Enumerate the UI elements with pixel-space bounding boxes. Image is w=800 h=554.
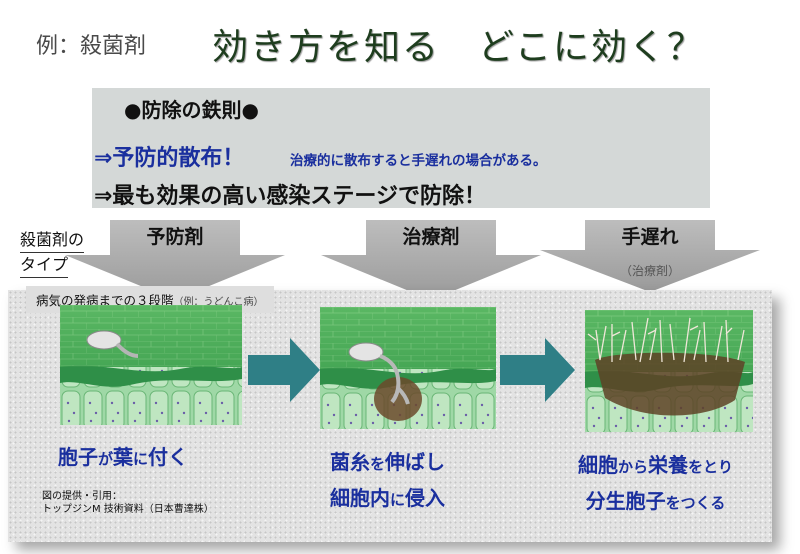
stage-label-curative: 治療剤 [402,226,460,248]
example-label: 例：殺菌剤 [36,34,147,59]
fungicide-type-label: 殺菌剤の タイプ [20,228,85,278]
caption-3c: 栄養 [648,453,689,477]
rule-preventive-note: 治療的に散布すると手遅れの場合がある。 [290,153,547,169]
type-label-line2: タイプ [20,253,69,278]
rules-box [92,88,710,208]
caption-2e: に [390,491,406,509]
caption-2a: 菌糸 [330,450,370,474]
progress-arrow-2 [500,338,575,402]
rules-heading: ●防除の鉄則● [124,98,259,122]
progress-arrow-1 [248,338,320,402]
leaf-stage-2 [320,307,496,429]
stage-arrow-3 [540,220,760,292]
caption-3d: をとり [688,458,734,476]
caption-2f: 侵入 [405,486,446,510]
slide-title: 効き方を知る どこに効く？ [212,27,705,68]
caption-3f: をつくる [665,494,726,512]
panel-caption-text: 病気の発病までの３段階 [36,293,174,308]
stage-arrow-2 [321,220,541,300]
caption-3e: 分生胞子 [585,489,666,513]
caption-1c: 葉 [113,445,134,469]
caption-1b: が [98,450,114,468]
image-credit: 図の提供・引用： トップジンM 技術資料（日本曹達株） [42,490,214,516]
stage-label-too-late: 手遅れ [621,226,679,248]
caption-1e: 付く [148,445,189,469]
type-label-line1: 殺菌剤の [20,228,85,253]
caption-stage-2: 菌糸を伸ばし 細胞内に侵入 [330,445,445,517]
stage-arrow-1 [65,220,285,300]
caption-1a: 胞子 [58,445,98,469]
conidia-stage-3 [587,317,745,363]
leaf-stage-3 [585,310,753,432]
caption-2c: 伸ばし [385,450,446,474]
caption-2b: を [370,455,386,473]
stage-label-too-late-sub: （治療剤） [619,264,680,278]
caption-3b: から [618,458,649,476]
panel-caption-example: （例：うどんこ病） [173,297,264,308]
caption-3a: 細胞 [578,453,618,477]
caption-1d: に [133,450,149,468]
credit-line2: トップジンM 技術資料（日本曹達株） [42,504,214,515]
caption-stage-1: 胞子が葉に付く [58,440,188,476]
stage-label-preventive: 予防剤 [146,226,204,248]
caption-stage-3: 細胞から栄養をとり 分生胞子をつくる [578,448,733,520]
hypha-stage-2 [348,342,410,405]
caption-2d: 細胞内 [330,486,390,510]
rule-effective-stage: ⇒最も効果の高い感染ステージで防除！ [94,184,486,209]
spore-stage-1 [86,330,139,358]
credit-line1: 図の提供・引用： [42,491,122,502]
leaf-stage-1 [60,305,242,425]
rule-preventive: ⇒予防的散布！ [94,146,245,171]
